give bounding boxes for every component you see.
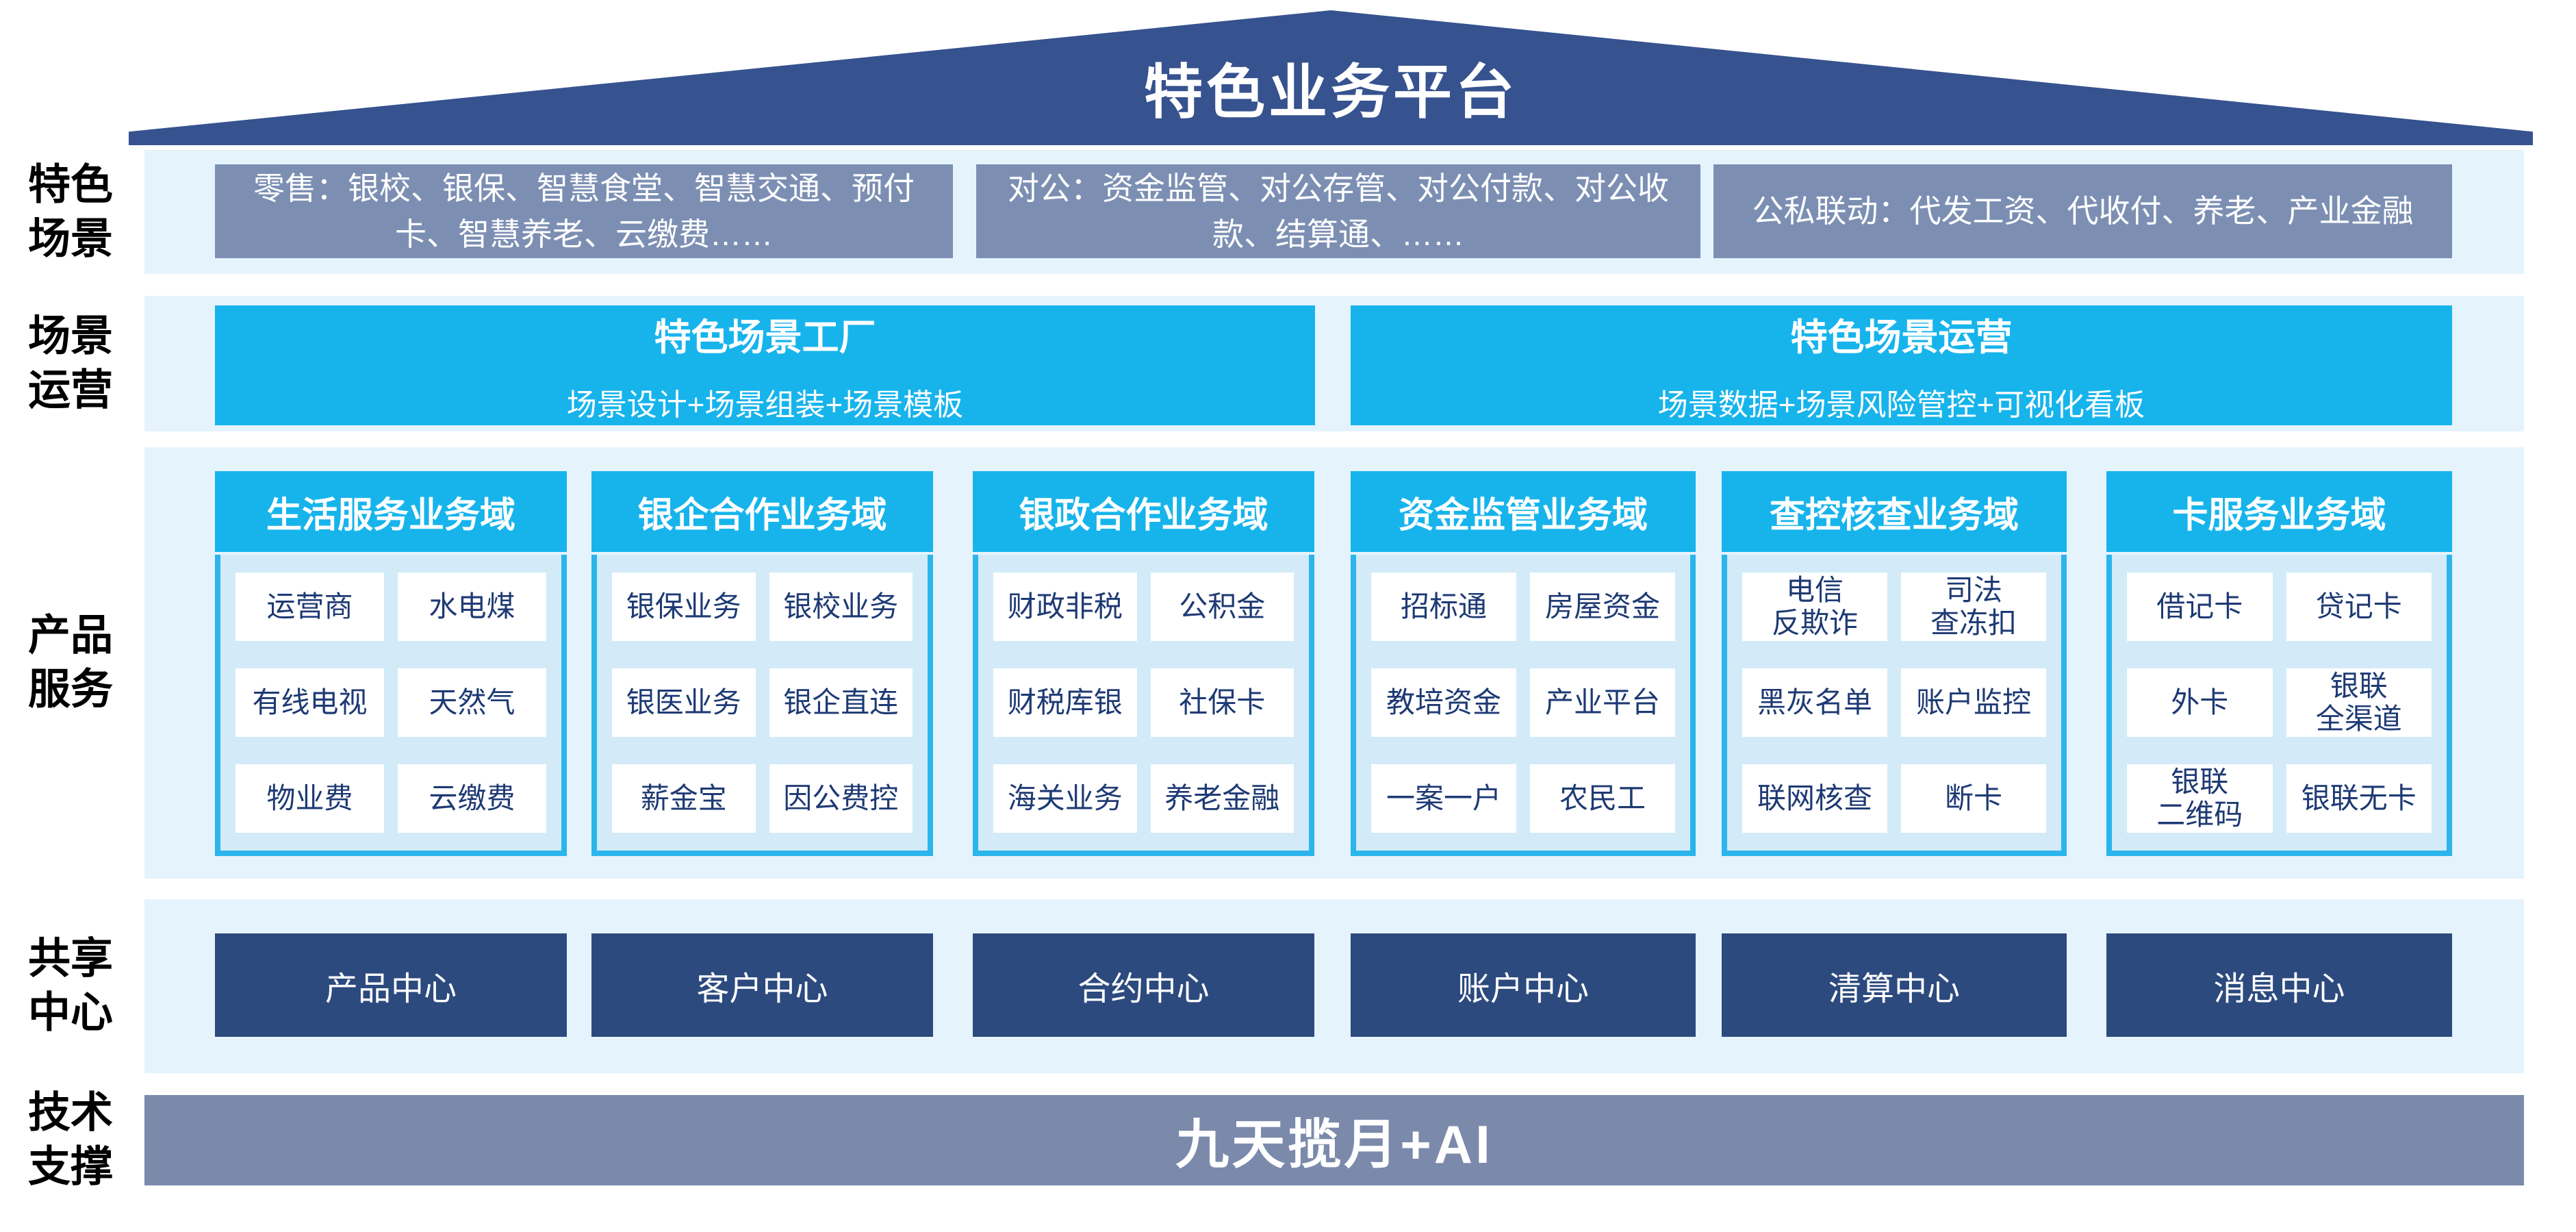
domain-cell: 黑灰名单 <box>1742 668 1887 737</box>
row-label-centers: 共享 中心 <box>27 935 113 1037</box>
shared-center-product: 产品中心 <box>215 933 567 1037</box>
shared-center-clearing: 清算中心 <box>1722 933 2067 1037</box>
scene-operation-subtitle: 场景数据+场景风险管控+可视化看板 <box>1657 388 2145 422</box>
domain-cell: 银医业务 <box>612 668 756 737</box>
domain-cell: 银联 全渠道 <box>2286 668 2432 737</box>
row-label-operations: 场景 运营 <box>27 312 113 414</box>
scene-box-linkage: 公私联动：代发工资、代收付、养老、产业金融 <box>1713 164 2452 258</box>
domain-cell: 贷记卡 <box>2286 573 2432 641</box>
domain-column-body: 运营商 水电煤 有线电视 天然气 物业费 云缴费 <box>215 555 567 856</box>
domain-column-title: 查控核查业务域 <box>1722 471 2067 552</box>
domain-cell: 公积金 <box>1150 573 1294 641</box>
domain-cell: 银联 二维码 <box>2127 764 2273 833</box>
domain-cell: 农民工 <box>1530 764 1675 833</box>
shared-center-contract: 合约中心 <box>973 933 1314 1037</box>
domain-cell: 外卡 <box>2127 668 2273 737</box>
scene-factory-subtitle: 场景设计+场景组装+场景模板 <box>566 388 964 422</box>
domain-column-body: 银保业务 银校业务 银医业务 银企直连 薪金宝 因公费控 <box>591 555 933 856</box>
domain-column-body: 电信 反欺诈 司法 查冻扣 黑灰名单 账户监控 联网核查 断卡 <box>1722 555 2067 856</box>
domain-column-title: 卡服务业务域 <box>2106 471 2452 552</box>
domain-cell: 电信 反欺诈 <box>1742 573 1887 641</box>
domain-cell: 一案一户 <box>1371 764 1516 833</box>
domain-cell: 账户监控 <box>1901 668 2046 737</box>
domain-cell: 有线电视 <box>235 668 384 737</box>
domain-cell: 银保业务 <box>612 573 756 641</box>
domain-cell: 银联无卡 <box>2286 764 2432 833</box>
domain-column-title: 资金监管业务域 <box>1351 471 1696 552</box>
domain-cell: 物业费 <box>235 764 384 833</box>
scene-factory-box: 特色场景工厂 场景设计+场景组装+场景模板 <box>215 305 1315 425</box>
centers-band: 产品中心 客户中心 合约中心 账户中心 清算中心 消息中心 <box>144 899 2524 1073</box>
domain-cell: 因公费控 <box>769 764 913 833</box>
domain-cell: 水电煤 <box>398 573 546 641</box>
tech-support-bar: 九天揽月+AI <box>144 1095 2524 1185</box>
domain-column-card-service: 卡服务业务域 借记卡 贷记卡 外卡 银联 全渠道 银联 二维码 银联无卡 <box>2106 471 2452 856</box>
domain-cell: 司法 查冻扣 <box>1901 573 2046 641</box>
domain-cell: 天然气 <box>398 668 546 737</box>
row-label-tech: 技术 支撑 <box>27 1089 113 1191</box>
domain-cell: 断卡 <box>1901 764 2046 833</box>
domain-cell: 运营商 <box>235 573 384 641</box>
domain-cell: 银校业务 <box>769 573 913 641</box>
scene-box-retail: 零售：银校、银保、智慧食堂、智慧交通、预付卡、智慧养老、云缴费…… <box>215 164 953 258</box>
scenes-band: 零售：银校、银保、智慧食堂、智慧交通、预付卡、智慧养老、云缴费…… 对公：资金监… <box>144 150 2524 274</box>
domain-column-bank-government: 银政合作业务域 财政非税 公积金 财税库银 社保卡 海关业务 养老金融 <box>973 471 1314 856</box>
scene-operation-box: 特色场景运营 场景数据+场景风险管控+可视化看板 <box>1351 305 2452 425</box>
domain-column-body: 财政非税 公积金 财税库银 社保卡 海关业务 养老金融 <box>973 555 1314 856</box>
operations-band: 特色场景工厂 场景设计+场景组装+场景模板 特色场景运营 场景数据+场景风险管控… <box>144 296 2524 431</box>
products-band: 生活服务业务域 运营商 水电煤 有线电视 天然气 物业费 云缴费 银企合作业务域… <box>144 447 2524 879</box>
domain-cell: 教培资金 <box>1371 668 1516 737</box>
domain-column-title: 生活服务业务域 <box>215 471 567 552</box>
domain-cell: 云缴费 <box>398 764 546 833</box>
domain-cell: 薪金宝 <box>612 764 756 833</box>
domain-column-body: 招标通 房屋资金 教培资金 产业平台 一案一户 农民工 <box>1351 555 1696 856</box>
scene-operation-title: 特色场景运营 <box>1790 317 2013 358</box>
domain-cell: 产业平台 <box>1530 668 1675 737</box>
platform-title: 特色业务平台 <box>1144 60 1518 125</box>
domain-cell: 海关业务 <box>993 764 1137 833</box>
shared-center-account: 账户中心 <box>1351 933 1696 1037</box>
domain-cell: 联网核查 <box>1742 764 1887 833</box>
domain-cell: 财税库银 <box>993 668 1137 737</box>
tech-support-text: 九天揽月+AI <box>1175 1114 1493 1174</box>
platform-roof: 特色业务平台 <box>129 10 2533 145</box>
domain-cell: 招标通 <box>1371 573 1516 641</box>
shared-center-message: 消息中心 <box>2106 933 2452 1037</box>
domain-cell: 房屋资金 <box>1530 573 1675 641</box>
domain-column-life-service: 生活服务业务域 运营商 水电煤 有线电视 天然气 物业费 云缴费 <box>215 471 567 856</box>
domain-cell: 银企直连 <box>769 668 913 737</box>
domain-column-inspection: 查控核查业务域 电信 反欺诈 司法 查冻扣 黑灰名单 账户监控 联网核查 断卡 <box>1722 471 2067 856</box>
scene-factory-title: 特色场景工厂 <box>654 317 876 358</box>
domain-cell: 社保卡 <box>1150 668 1294 737</box>
domain-cell: 财政非税 <box>993 573 1137 641</box>
row-label-scenes: 特色 场景 <box>27 161 113 263</box>
domain-column-bank-enterprise: 银企合作业务域 银保业务 银校业务 银医业务 银企直连 薪金宝 因公费控 <box>591 471 933 856</box>
row-label-products: 产品 服务 <box>27 612 113 714</box>
domain-column-body: 借记卡 贷记卡 外卡 银联 全渠道 银联 二维码 银联无卡 <box>2106 555 2452 856</box>
domain-column-title: 银政合作业务域 <box>973 471 1314 552</box>
domain-column-title: 银企合作业务域 <box>591 471 933 552</box>
shared-center-customer: 客户中心 <box>591 933 933 1037</box>
domain-column-fund-supervision: 资金监管业务域 招标通 房屋资金 教培资金 产业平台 一案一户 农民工 <box>1351 471 1696 856</box>
domain-cell: 养老金融 <box>1150 764 1294 833</box>
scene-box-corporate: 对公：资金监管、对公存管、对公付款、对公收款、结算通、…… <box>976 164 1700 258</box>
domain-cell: 借记卡 <box>2127 573 2273 641</box>
